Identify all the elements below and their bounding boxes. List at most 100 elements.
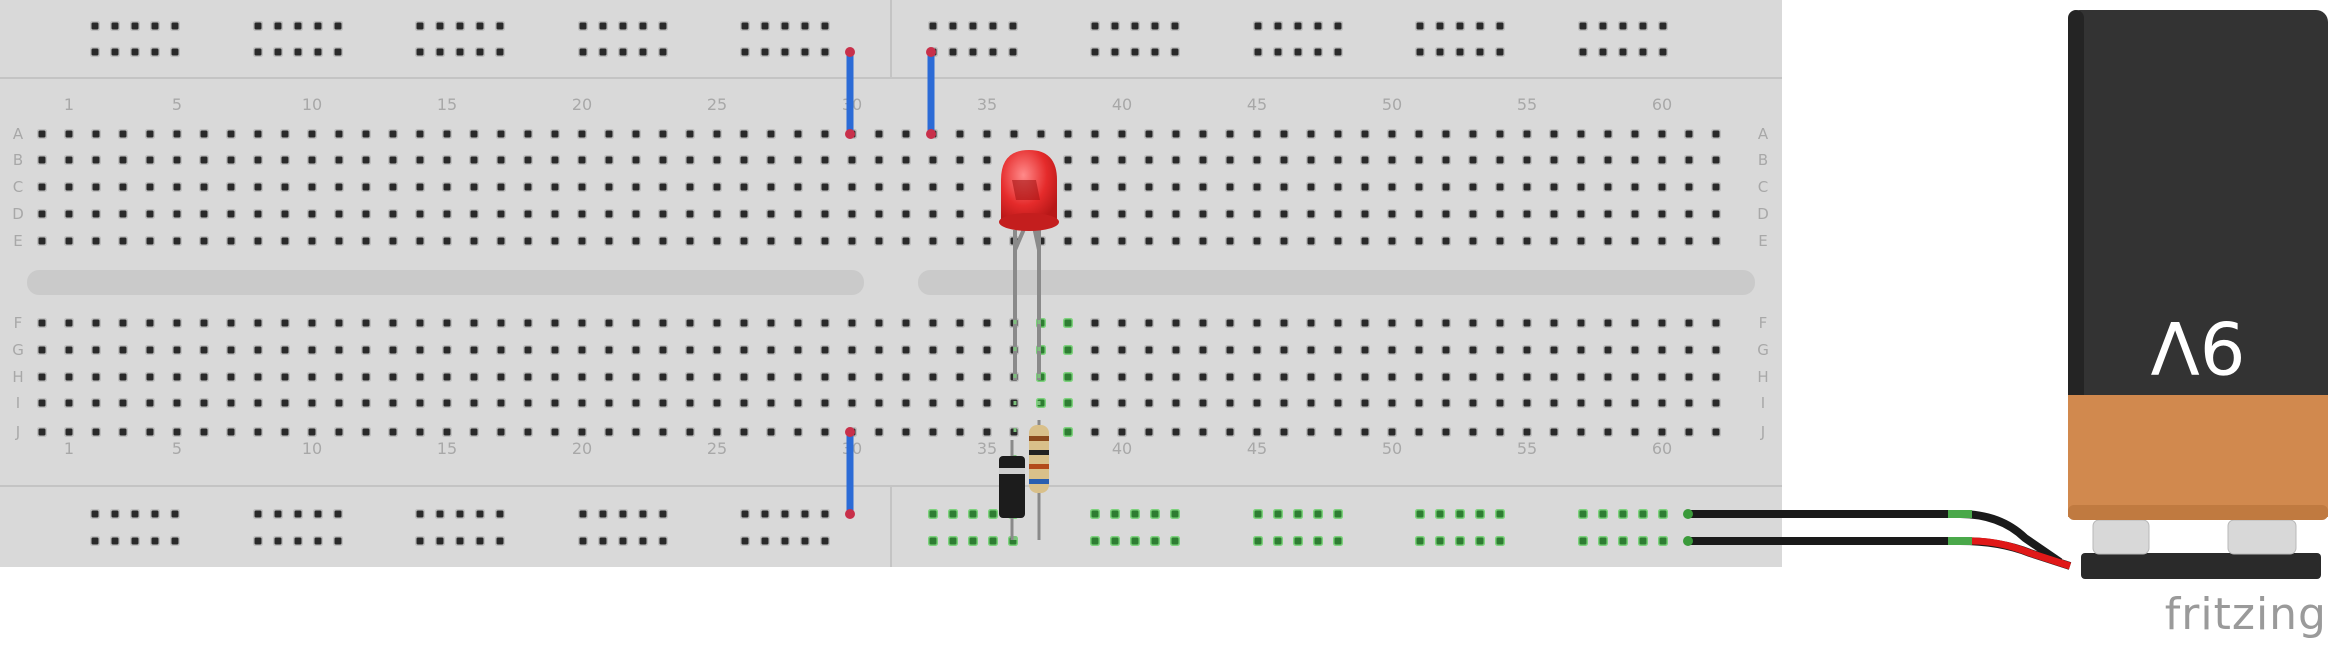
hole-bottom-center: [713, 428, 721, 436]
rail-hole-center: [334, 537, 342, 545]
hole-bottom-center: [308, 373, 316, 381]
rail-hole-center: [91, 510, 99, 518]
hole-bottom-center: [956, 373, 964, 381]
hole-top-center: [1280, 237, 1288, 245]
hole-top-center: [1496, 156, 1504, 164]
hole-top-center: [443, 210, 451, 218]
rail-hole-center: [1254, 48, 1262, 56]
hole-top-center: [1415, 237, 1423, 245]
hole-bottom-center: [119, 428, 127, 436]
hole-bottom-center: [1280, 373, 1288, 381]
hole-top-center: [308, 237, 316, 245]
jumper-wire-2[interactable]: [926, 47, 936, 139]
rail-hole-center: [969, 48, 977, 56]
hole-top-center: [1307, 156, 1315, 164]
jumper-wire-1[interactable]: [845, 47, 855, 139]
hole-top-center: [524, 237, 532, 245]
hole-bottom-center: [713, 346, 721, 354]
hole-bottom-center: [686, 319, 694, 327]
row-letter: I: [16, 394, 20, 412]
hole-top-center: [1685, 130, 1693, 138]
hole-bottom-center: [713, 373, 721, 381]
hole-bottom-center: [1361, 319, 1369, 327]
hole-top-center: [1550, 237, 1558, 245]
hole-top-center: [497, 156, 505, 164]
hole-bottom-center: [254, 319, 262, 327]
hole-top-center: [1496, 130, 1504, 138]
hole-bottom-center: [173, 319, 181, 327]
battery-9v[interactable]: 9V: [2068, 10, 2328, 579]
hole-bottom-center: [1631, 346, 1639, 354]
hole-top-center: [605, 210, 613, 218]
rail-hole-center: [436, 537, 444, 545]
rail-hole-center: [171, 48, 179, 56]
hole-bottom-center: [362, 346, 370, 354]
rail-hole-center: [659, 22, 667, 30]
rail-hole-center: [436, 48, 444, 56]
hole-bottom-center: [1361, 399, 1369, 407]
hole-bottom-center: [848, 346, 856, 354]
hole-top-center: [65, 210, 73, 218]
hole-bottom-center: [1604, 373, 1612, 381]
hole-bottom-center: [1604, 428, 1612, 436]
hole-bottom-center: [578, 399, 586, 407]
hole-top-center: [848, 237, 856, 245]
hole-bottom-center: [227, 319, 235, 327]
rail-hole-center: [171, 22, 179, 30]
rail-hole-center: [1496, 48, 1504, 56]
rail-hole-center: [1111, 48, 1119, 56]
hole-top-center: [1631, 237, 1639, 245]
rail-hole-center: [1416, 22, 1424, 30]
rail-hole-center: [1294, 22, 1302, 30]
column-number: 50: [1382, 439, 1402, 458]
rail-hole-center: [1436, 537, 1444, 545]
diode[interactable]: [999, 440, 1025, 540]
hole-bottom-center: [65, 399, 73, 407]
rail-hole-center: [659, 48, 667, 56]
hole-top-center: [119, 237, 127, 245]
column-number: 50: [1382, 95, 1402, 114]
battery-wire-black[interactable]: [1683, 509, 2063, 566]
hole-bottom-center: [1361, 373, 1369, 381]
row-letter: H: [1757, 368, 1768, 386]
rail-hole-center: [821, 510, 829, 518]
hole-bottom-center: [659, 399, 667, 407]
rail-hole-center: [334, 510, 342, 518]
rail-hole-center: [91, 22, 99, 30]
rail-hole-center: [476, 510, 484, 518]
hole-top-center: [38, 210, 46, 218]
resistor[interactable]: [1029, 420, 1049, 540]
battery-wire-red[interactable]: [1683, 536, 2072, 570]
hole-bottom-center: [578, 428, 586, 436]
jumper-wire-3[interactable]: [845, 427, 855, 519]
hole-top-center: [1469, 237, 1477, 245]
hole-top-center: [1037, 130, 1045, 138]
hole-top-center: [740, 183, 748, 191]
rail-hole-center: [496, 48, 504, 56]
hole-bottom-center: [524, 346, 532, 354]
hole-top-center: [902, 237, 910, 245]
hole-bottom-center: [92, 319, 100, 327]
rail-hole-center: [949, 537, 957, 545]
hole-bottom-center: [848, 399, 856, 407]
hole-bottom-center: [1631, 428, 1639, 436]
hole-bottom-center: [1199, 319, 1207, 327]
hole-top-center: [1064, 183, 1072, 191]
hole-top-center: [227, 210, 235, 218]
hole-top-center: [335, 237, 343, 245]
hole-bottom-center: [470, 346, 478, 354]
hole-bottom-center: [1172, 319, 1180, 327]
hole-bottom-center: [983, 428, 991, 436]
hole-top-center: [416, 210, 424, 218]
hole-top-center: [308, 156, 316, 164]
hole-top-center: [1307, 210, 1315, 218]
rail-hole-center: [1151, 510, 1159, 518]
hole-top-center: [1577, 210, 1585, 218]
hole-top-center: [281, 183, 289, 191]
hole-bottom-center: [794, 373, 802, 381]
hole-top-center: [173, 183, 181, 191]
hole-top-center: [1334, 237, 1342, 245]
hole-bottom-center: [227, 346, 235, 354]
rail-hole-center: [1091, 22, 1099, 30]
hole-bottom-center: [173, 428, 181, 436]
